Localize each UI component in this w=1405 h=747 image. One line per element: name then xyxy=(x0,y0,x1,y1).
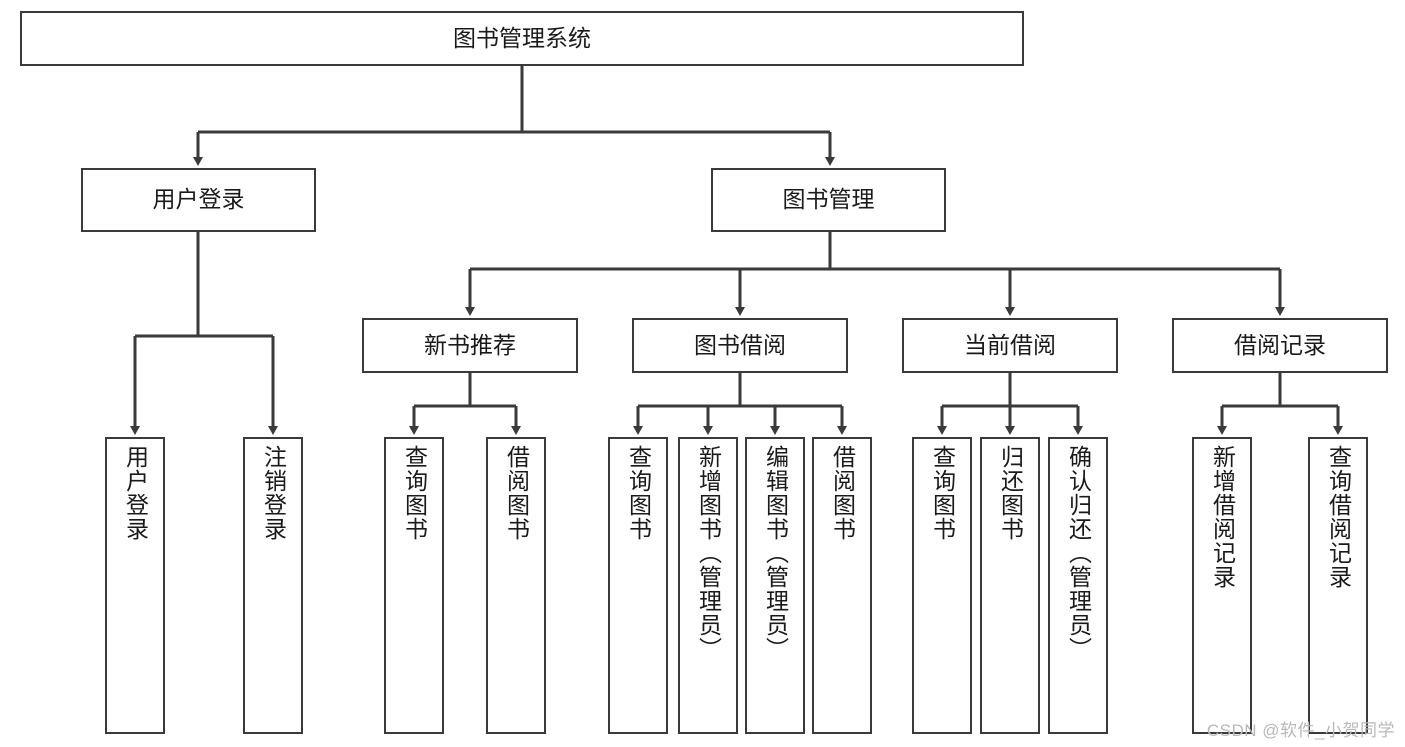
node-leaf-new-book-0[interactable]: 查询图书 xyxy=(384,437,444,734)
node-leaf-current-borrow-0-label: 查询图书 xyxy=(929,445,956,541)
node-current-borrow[interactable]: 当前借阅 xyxy=(902,318,1118,373)
node-new-book-recommend[interactable]: 新书推荐 xyxy=(362,318,578,373)
node-leaf-new-book-0-label: 查询图书 xyxy=(401,445,428,541)
node-leaf-current-borrow-1-label: 归还图书 xyxy=(997,445,1024,541)
node-book-management-label: 图书管理 xyxy=(782,186,875,213)
node-book-borrow-label: 图书借阅 xyxy=(694,331,786,358)
node-leaf-borrow-record-0[interactable]: 新增借阅记录 xyxy=(1192,437,1252,734)
node-leaf-book-borrow-3-label: 借阅图书 xyxy=(829,445,856,541)
watermark-text: CSDN @软件_小贺同学 xyxy=(1206,721,1395,740)
node-leaf-book-borrow-2-label: 编辑图书（管理员） xyxy=(762,445,789,661)
node-leaf-book-borrow-0-label: 查询图书 xyxy=(625,445,652,541)
node-user-login-label: 用户登录 xyxy=(152,186,245,213)
node-leaf-borrow-record-1-label: 查询借阅记录 xyxy=(1325,445,1352,589)
node-leaf-book-borrow-3[interactable]: 借阅图书 xyxy=(812,437,872,734)
node-root-system[interactable]: 图书管理系统 xyxy=(20,11,1024,66)
node-leaf-book-borrow-0[interactable]: 查询图书 xyxy=(608,437,668,734)
node-leaf-new-book-1-label: 借阅图书 xyxy=(503,445,530,541)
node-leaf-user-login-0-label: 用户登录 xyxy=(122,445,149,541)
node-leaf-borrow-record-0-label: 新增借阅记录 xyxy=(1209,445,1236,589)
node-new-book-recommend-label: 新书推荐 xyxy=(424,331,516,358)
node-user-login[interactable]: 用户登录 xyxy=(81,168,316,232)
node-leaf-user-login-1-label: 注销登录 xyxy=(260,445,287,541)
node-borrow-record-label: 借阅记录 xyxy=(1234,331,1326,358)
node-leaf-user-login-1[interactable]: 注销登录 xyxy=(243,437,303,734)
node-book-management[interactable]: 图书管理 xyxy=(711,168,946,232)
node-leaf-current-borrow-2[interactable]: 确认归还（管理员） xyxy=(1048,437,1108,734)
node-current-borrow-label: 当前借阅 xyxy=(964,331,1056,358)
node-book-borrow[interactable]: 图书借阅 xyxy=(632,318,848,373)
node-leaf-borrow-record-1[interactable]: 查询借阅记录 xyxy=(1308,437,1368,734)
node-leaf-book-borrow-1-label: 新增图书（管理员） xyxy=(695,445,722,661)
node-root-system-label: 图书管理系统 xyxy=(453,24,591,51)
node-leaf-book-borrow-1[interactable]: 新增图书（管理员） xyxy=(678,437,738,734)
node-leaf-user-login-0[interactable]: 用户登录 xyxy=(105,437,165,734)
node-leaf-book-borrow-2[interactable]: 编辑图书（管理员） xyxy=(745,437,805,734)
node-leaf-new-book-1[interactable]: 借阅图书 xyxy=(486,437,546,734)
node-borrow-record[interactable]: 借阅记录 xyxy=(1172,318,1388,373)
node-leaf-current-borrow-2-label: 确认归还（管理员） xyxy=(1065,445,1092,661)
node-leaf-current-borrow-0[interactable]: 查询图书 xyxy=(912,437,972,734)
node-leaf-current-borrow-1[interactable]: 归还图书 xyxy=(980,437,1040,734)
